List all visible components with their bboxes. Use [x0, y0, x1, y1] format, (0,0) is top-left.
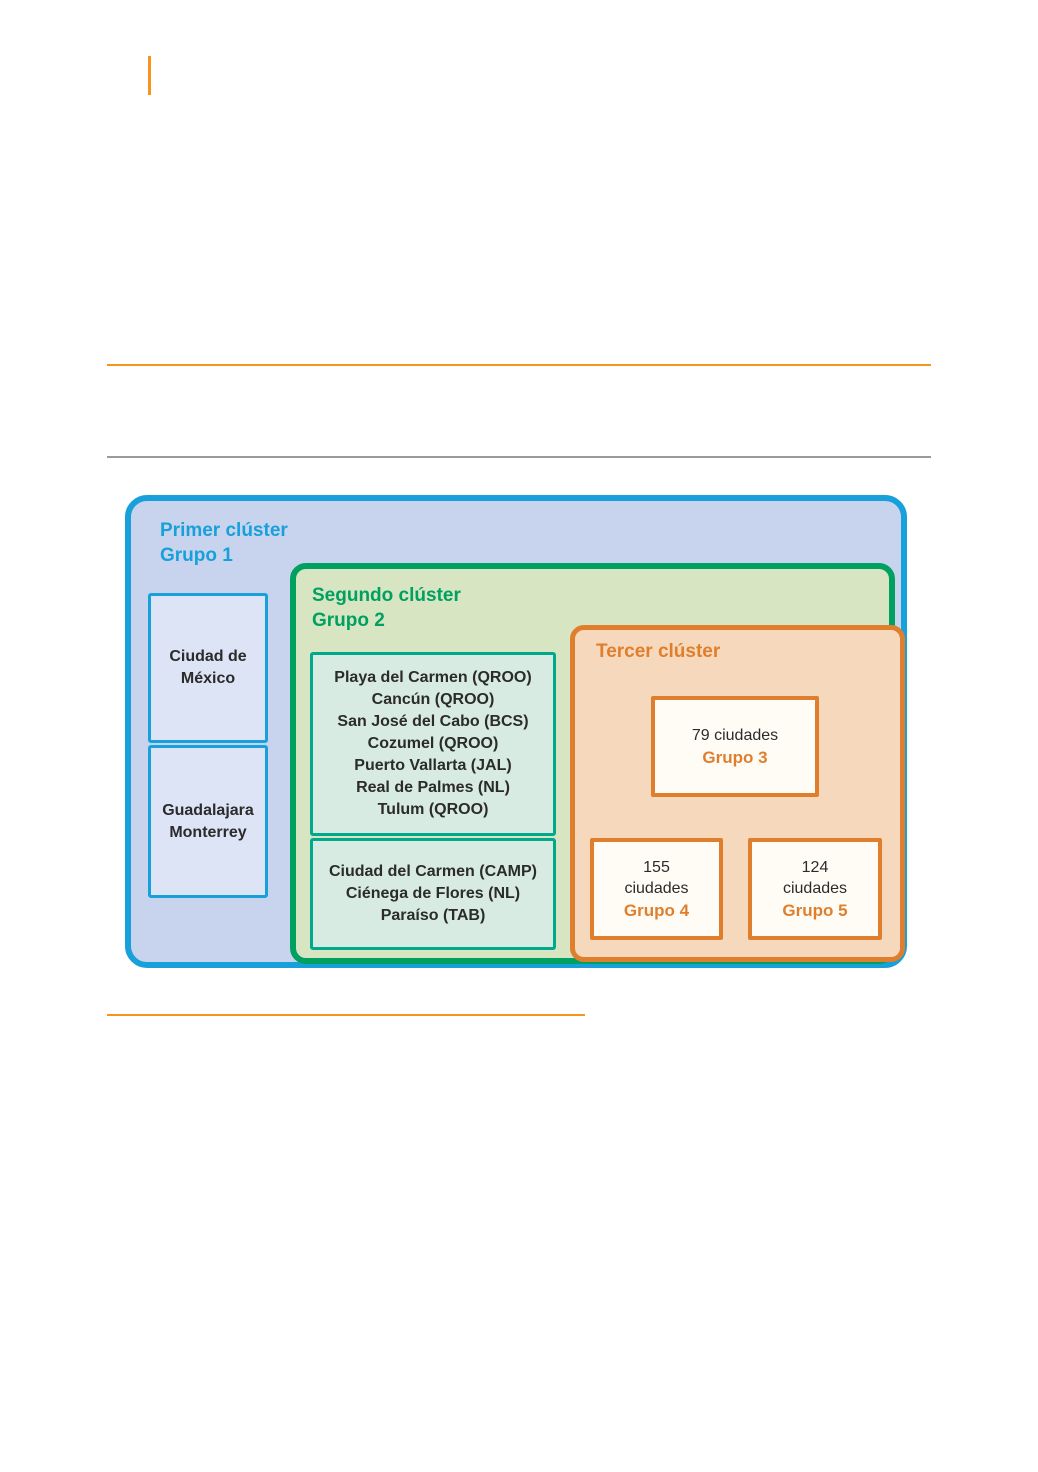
city-box-guadalajara-monterrey: Guadalajara Monterrey [148, 745, 268, 898]
group3-count: 79 ciudades [691, 726, 779, 744]
orange-tick-decoration [148, 56, 151, 95]
group3-label: Grupo 3 [702, 747, 768, 767]
orange-divider-bottom [107, 1014, 585, 1016]
cluster2-title: Segundo clúster Grupo 2 [312, 585, 461, 631]
group4-label: Grupo 4 [623, 900, 690, 920]
group4-count: 155 ciudades [624, 858, 689, 897]
orange-divider-top [107, 364, 931, 366]
gray-divider [107, 456, 931, 458]
group5-box: 124 ciudades Grupo 5 [748, 838, 882, 940]
cluster2-cities-box-bottom: Ciudad del Carmen (CAMP) Ciénega de Flor… [310, 838, 556, 950]
cluster1-title: Primer clúster Grupo 1 [160, 520, 288, 566]
group5-count: 124 ciudades [782, 858, 848, 897]
city-box-ciudad-de-mexico: Ciudad de México [148, 593, 268, 743]
group3-box: 79 ciudades Grupo 3 [651, 696, 819, 797]
group4-box: 155 ciudades Grupo 4 [590, 838, 723, 940]
group5-label: Grupo 5 [782, 900, 848, 920]
cluster3-title: Tercer clúster [596, 641, 721, 662]
cluster2-cities-box-top: Playa del Carmen (QROO) Cancún (QROO) Sa… [310, 652, 556, 836]
